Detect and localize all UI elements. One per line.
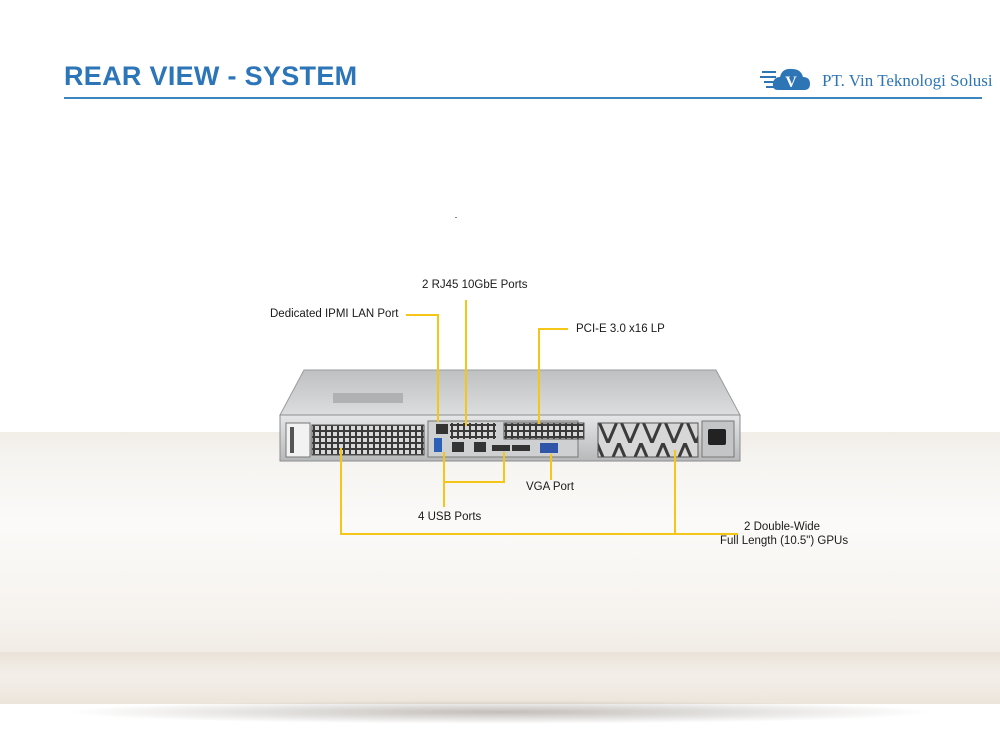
right-gpu-grill <box>597 422 699 458</box>
power-socket <box>708 429 726 445</box>
chassis-top <box>279 369 741 416</box>
callout-line <box>538 328 568 330</box>
rj45-port-1 <box>452 442 464 452</box>
callout-line <box>503 452 505 483</box>
background-table-surface <box>0 432 1000 662</box>
usb-ports-2 <box>492 445 510 451</box>
callout-line <box>443 481 505 483</box>
callout-line <box>437 314 439 422</box>
pcie-lp-slot <box>503 422 585 440</box>
rj45-port-2 <box>474 442 486 452</box>
label-ipmi-port: Dedicated IPMI LAN Port <box>270 308 399 320</box>
title-underline <box>64 97 982 99</box>
background-table-edge <box>0 652 1000 704</box>
label-vga-port: VGA Port <box>526 481 574 493</box>
label-usb-ports: 4 USB Ports <box>418 511 482 523</box>
psu <box>701 420 735 458</box>
stray-dot <box>455 217 457 218</box>
io-vent <box>450 423 496 439</box>
logo-letter: V <box>785 74 797 91</box>
callout-line <box>465 300 467 426</box>
callout-line <box>674 450 676 535</box>
callout-line <box>340 448 342 534</box>
callout-line <box>538 328 540 424</box>
left-gpu-slot <box>285 422 311 458</box>
label-rj45-ports: 2 RJ45 10GbE Ports <box>422 279 528 291</box>
page-title: REAR VIEW - SYSTEM <box>64 61 358 91</box>
vga-port <box>540 443 558 453</box>
company-logo-icon: V <box>760 68 810 91</box>
ipmi-port <box>436 424 448 434</box>
brand-name: PT. Vin Teknologi Solusi <box>822 71 993 90</box>
callout-line <box>340 533 738 535</box>
label-pcie-slot: PCI-E 3.0 x16 LP <box>576 323 665 335</box>
callout-line <box>550 454 552 480</box>
label-gpu-line2: Full Length (10.5") GPUs <box>720 535 849 547</box>
table-shadow <box>60 700 940 724</box>
label-gpu-line1: 2 Double-Wide <box>744 521 821 533</box>
callout-line <box>406 314 438 316</box>
callout-line <box>443 452 445 507</box>
lid-vent <box>333 393 403 403</box>
server-rear-chassis <box>279 369 741 462</box>
usb-ports <box>434 438 442 452</box>
left-gpu-grill <box>311 424 425 456</box>
